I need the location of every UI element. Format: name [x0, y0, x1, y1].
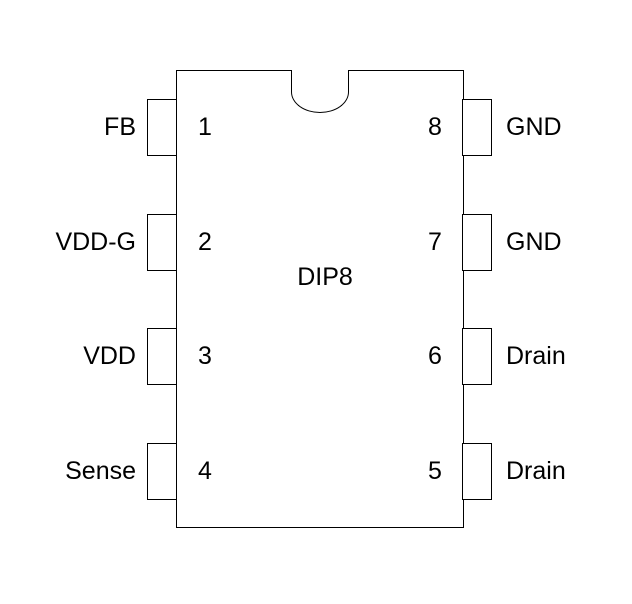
pin-number-2: 2 [198, 228, 212, 256]
pin-number-8: 8 [428, 113, 442, 141]
pin-box-1 [147, 99, 177, 156]
pin-label-drain-5: Drain [506, 457, 566, 485]
pin-number-5: 5 [428, 457, 442, 485]
pin-label-gnd-7: GND [506, 228, 562, 256]
pin-box-6 [462, 328, 492, 385]
pin-box-7 [462, 214, 492, 271]
pin-box-8 [462, 99, 492, 156]
pin1-orientation-notch-icon [291, 70, 349, 113]
pin-number-7: 7 [428, 228, 442, 256]
pin-label-fb: FB [104, 113, 136, 141]
pin-label-vdd: VDD [83, 342, 136, 370]
pin-box-4 [147, 443, 177, 500]
pin-box-3 [147, 328, 177, 385]
package-label: DIP8 [297, 263, 353, 291]
pin-number-1: 1 [198, 113, 212, 141]
pin-number-3: 3 [198, 342, 212, 370]
pin-label-drain-6: Drain [506, 342, 566, 370]
pin-box-2 [147, 214, 177, 271]
pin-label-gnd-8: GND [506, 113, 562, 141]
pin-label-sense: Sense [65, 457, 136, 485]
pin-label-vdd-g: VDD-G [55, 228, 136, 256]
chip-body [176, 70, 464, 528]
pin-number-4: 4 [198, 457, 212, 485]
pin-box-5 [462, 443, 492, 500]
pin-number-6: 6 [428, 342, 442, 370]
